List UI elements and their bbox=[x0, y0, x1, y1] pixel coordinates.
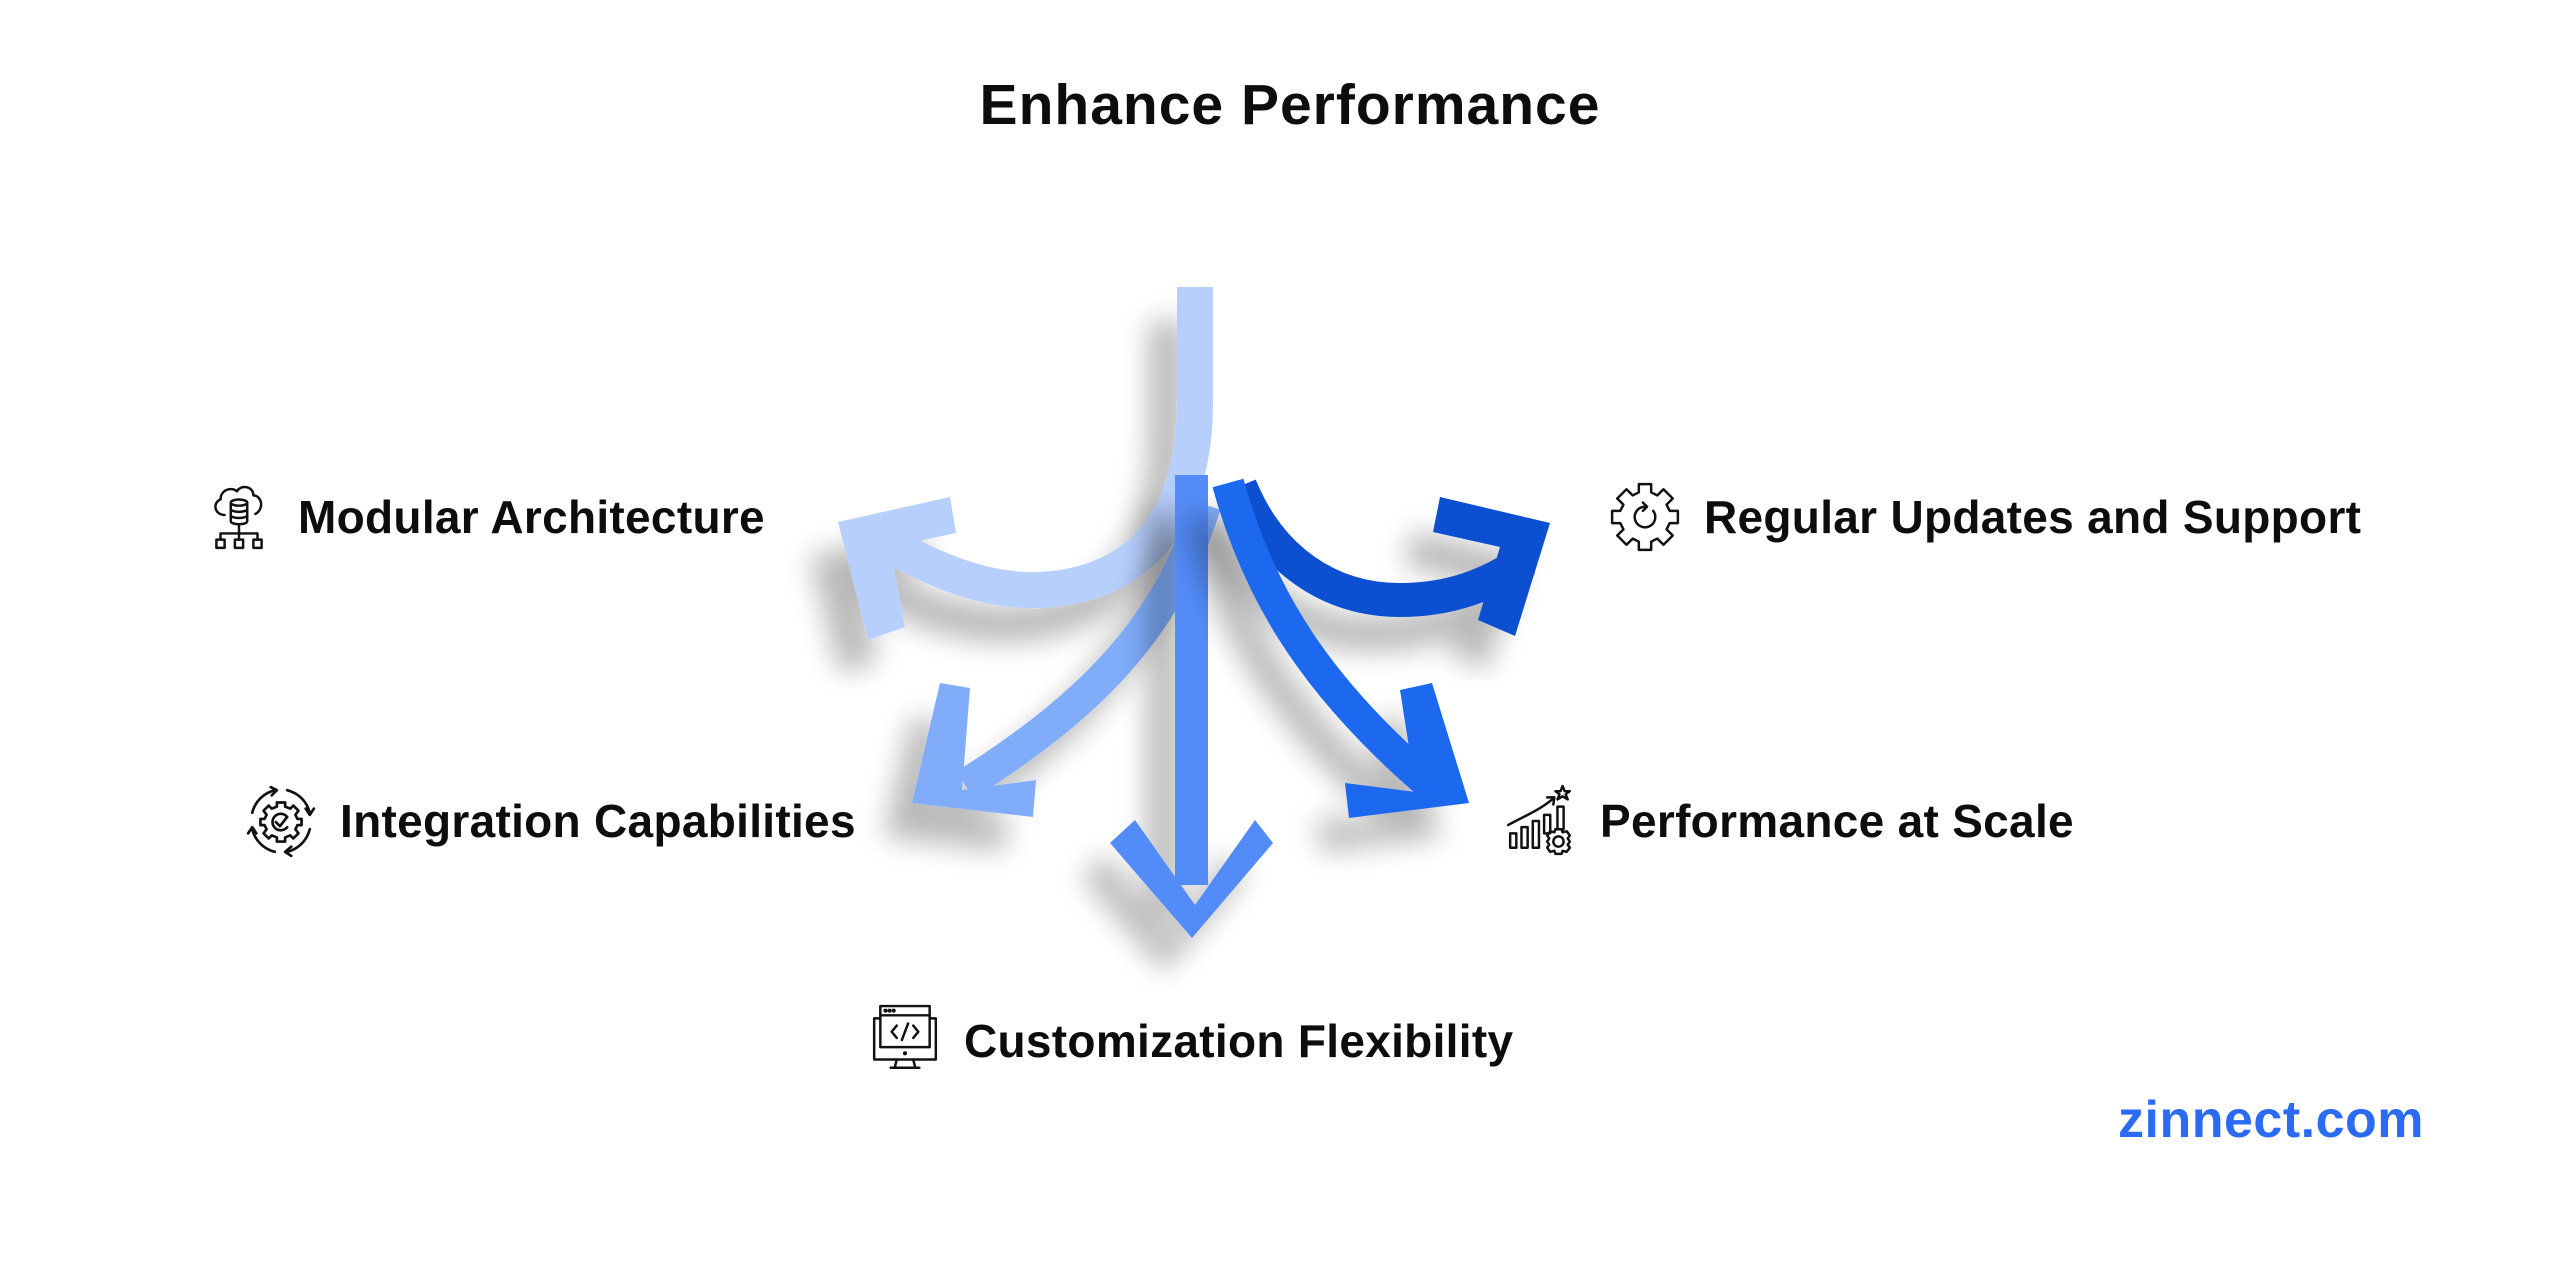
gear-refresh-icon bbox=[1608, 480, 1682, 554]
arrow-modular-architecture bbox=[838, 287, 1213, 640]
branch-regular-updates: Regular Updates and Support bbox=[1608, 480, 2361, 554]
growth-chart-gear-icon bbox=[1504, 784, 1578, 858]
branch-customization-flexibility: Customization Flexibility bbox=[868, 1004, 1513, 1078]
branch-integration-capabilities: Integration Capabilities bbox=[244, 784, 856, 858]
diagram-title: Enhance Performance bbox=[979, 73, 1601, 137]
branch-performance-at-scale: Performance at Scale bbox=[1504, 784, 2074, 858]
branch-label: Regular Updates and Support bbox=[1704, 491, 2362, 543]
gear-cycle-check-icon bbox=[244, 784, 318, 858]
branch-label: Modular Architecture bbox=[298, 491, 765, 543]
arrow-regular-updates bbox=[1224, 479, 1550, 636]
brand-logo[interactable]: zinnect.com bbox=[2118, 1091, 2424, 1149]
cloud-database-network-icon bbox=[202, 480, 276, 554]
arrow-performance-at-scale bbox=[1212, 478, 1469, 818]
branch-modular-architecture: Modular Architecture bbox=[202, 480, 765, 554]
monitor-code-icon bbox=[868, 1004, 942, 1078]
arrow-customization-flexibility bbox=[1110, 475, 1273, 938]
branch-label: Customization Flexibility bbox=[964, 1015, 1514, 1067]
branch-label: Performance at Scale bbox=[1600, 795, 2074, 847]
branch-label: Integration Capabilities bbox=[340, 795, 856, 847]
